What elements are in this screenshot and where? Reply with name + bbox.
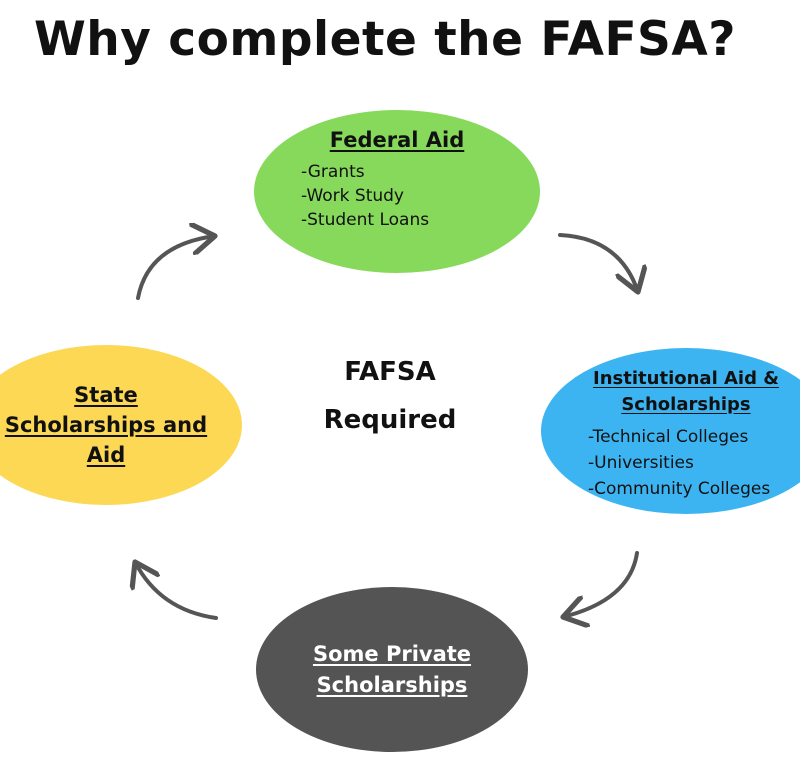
- arrow-institutional-to-private: [563, 551, 639, 617]
- page-title: Why complete the FAFSA?: [33, 12, 737, 67]
- center-label: FAFSA Required: [300, 348, 480, 444]
- federal-aid-list: -Grants -Work Study -Student Loans: [301, 160, 429, 232]
- institutional-aid-list: -Technical Colleges -Universities -Commu…: [588, 424, 770, 502]
- federal-aid-heading: Federal Aid: [329, 128, 465, 152]
- institutional-aid-heading: Institutional Aid & Scholarships: [593, 366, 779, 418]
- center-label-line: FAFSA: [344, 357, 436, 387]
- center-label-line: Required: [323, 405, 457, 435]
- list-item: -Grants: [301, 162, 365, 182]
- arrow-state-to-federal: [136, 236, 215, 300]
- arrow-federal-to-institutional: [558, 233, 638, 292]
- list-item: -Technical Colleges: [588, 427, 749, 447]
- federal-aid-node: Federal Aid -Grants -Work Study -Student…: [254, 110, 540, 273]
- heading-line: Scholarships: [316, 672, 468, 697]
- list-item: -Community Colleges: [588, 479, 771, 499]
- heading-line: Scholarships and: [4, 413, 208, 437]
- list-item: -Universities: [588, 453, 694, 473]
- private-scholarships-node: Some Private Scholarships: [256, 587, 528, 752]
- arrow-private-to-state: [135, 562, 218, 620]
- private-scholarships-heading: Some Private Scholarships: [313, 639, 471, 701]
- institutional-aid-node: Institutional Aid & Scholarships -Techni…: [541, 348, 800, 514]
- heading-line: Institutional Aid &: [593, 368, 779, 389]
- heading-line: State: [74, 383, 138, 407]
- heading-line: Some Private: [312, 641, 472, 666]
- state-aid-heading: State Scholarships and Aid: [5, 380, 207, 470]
- list-item: -Work Study: [301, 186, 404, 206]
- state-aid-node: State Scholarships and Aid: [0, 345, 242, 505]
- list-item: -Student Loans: [301, 210, 430, 230]
- heading-line: Aid: [86, 443, 126, 467]
- heading-line: Scholarships: [621, 394, 751, 415]
